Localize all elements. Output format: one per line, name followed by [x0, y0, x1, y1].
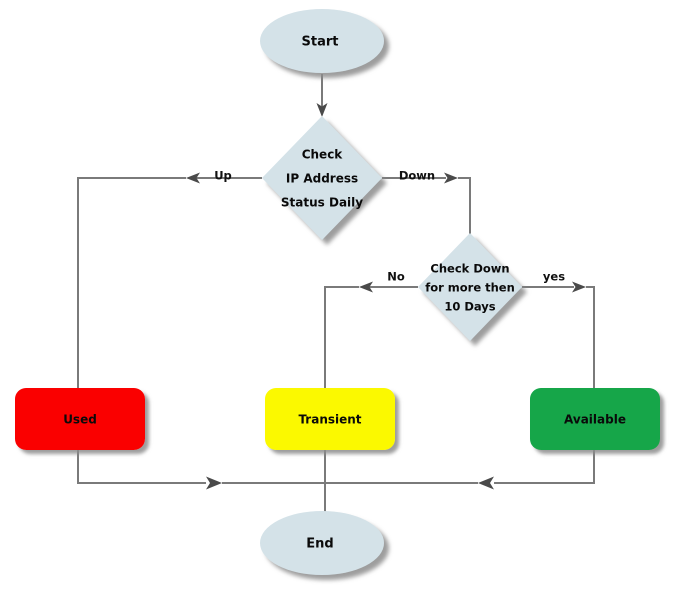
- edge-line-rail: [458, 177, 471, 234]
- check-down-label-line2: for more then: [425, 281, 515, 295]
- used-box[interactable]: [15, 388, 145, 450]
- node-check-down-days[interactable]: Check Down for more then 10 Days: [418, 233, 522, 341]
- check-ip-label-line3: Status Daily: [281, 196, 363, 210]
- arrow-head-left-icon: [478, 476, 494, 490]
- edge-check-ip-to-check-down: [382, 172, 471, 234]
- edge-line-rail: [77, 450, 206, 484]
- arrow-head-right-icon: [444, 172, 458, 184]
- node-end[interactable]: End: [260, 511, 384, 575]
- transient-label: Transient: [298, 413, 361, 427]
- edge-label-up: Up: [214, 169, 232, 183]
- edge-start-to-check-ip: [316, 74, 328, 117]
- check-ip-diamond[interactable]: [262, 116, 382, 240]
- edge-line-rail: [324, 286, 359, 389]
- arrow-head-down-icon: [316, 103, 328, 117]
- check-down-label-line3: 10 Days: [444, 300, 495, 314]
- check-ip-label-line1: Check: [302, 148, 344, 162]
- node-transient[interactable]: Transient: [265, 388, 395, 450]
- available-box[interactable]: [530, 388, 660, 450]
- available-label: Available: [564, 413, 626, 427]
- edge-used-to-end: [77, 450, 325, 490]
- edge-label-no: No: [387, 270, 405, 284]
- transient-box[interactable]: [265, 388, 395, 450]
- arrow-head-right-icon: [572, 281, 586, 293]
- node-available[interactable]: Available: [530, 388, 660, 450]
- check-down-diamond[interactable]: [418, 233, 522, 341]
- end-ellipse[interactable]: [260, 511, 384, 575]
- end-label: End: [306, 537, 333, 552]
- start-ellipse[interactable]: [260, 9, 384, 73]
- edge-line-rail: [586, 286, 595, 389]
- arrow-head-left-icon: [186, 172, 200, 184]
- node-used[interactable]: Used: [15, 388, 145, 450]
- start-label: Start: [302, 35, 339, 50]
- edge-line-rail: [77, 177, 186, 389]
- arrow-head-right-icon: [206, 476, 222, 490]
- edge-check-down-to-available: [522, 281, 595, 389]
- used-label: Used: [63, 413, 97, 427]
- edge-check-down-to-transient: [324, 281, 418, 389]
- edge-available-to-end: [325, 450, 595, 490]
- check-ip-label-line2: IP Address: [286, 172, 358, 186]
- node-check-ip-address[interactable]: Check IP Address Status Daily: [262, 116, 382, 240]
- arrow-head-left-icon: [359, 281, 373, 293]
- edge-check-ip-to-used: [77, 172, 262, 389]
- check-down-label-line1: Check Down: [430, 262, 509, 276]
- edge-label-yes: yes: [543, 270, 565, 284]
- edge-line-rail: [494, 450, 595, 484]
- edge-label-down: Down: [399, 169, 435, 183]
- node-start[interactable]: Start: [260, 9, 384, 73]
